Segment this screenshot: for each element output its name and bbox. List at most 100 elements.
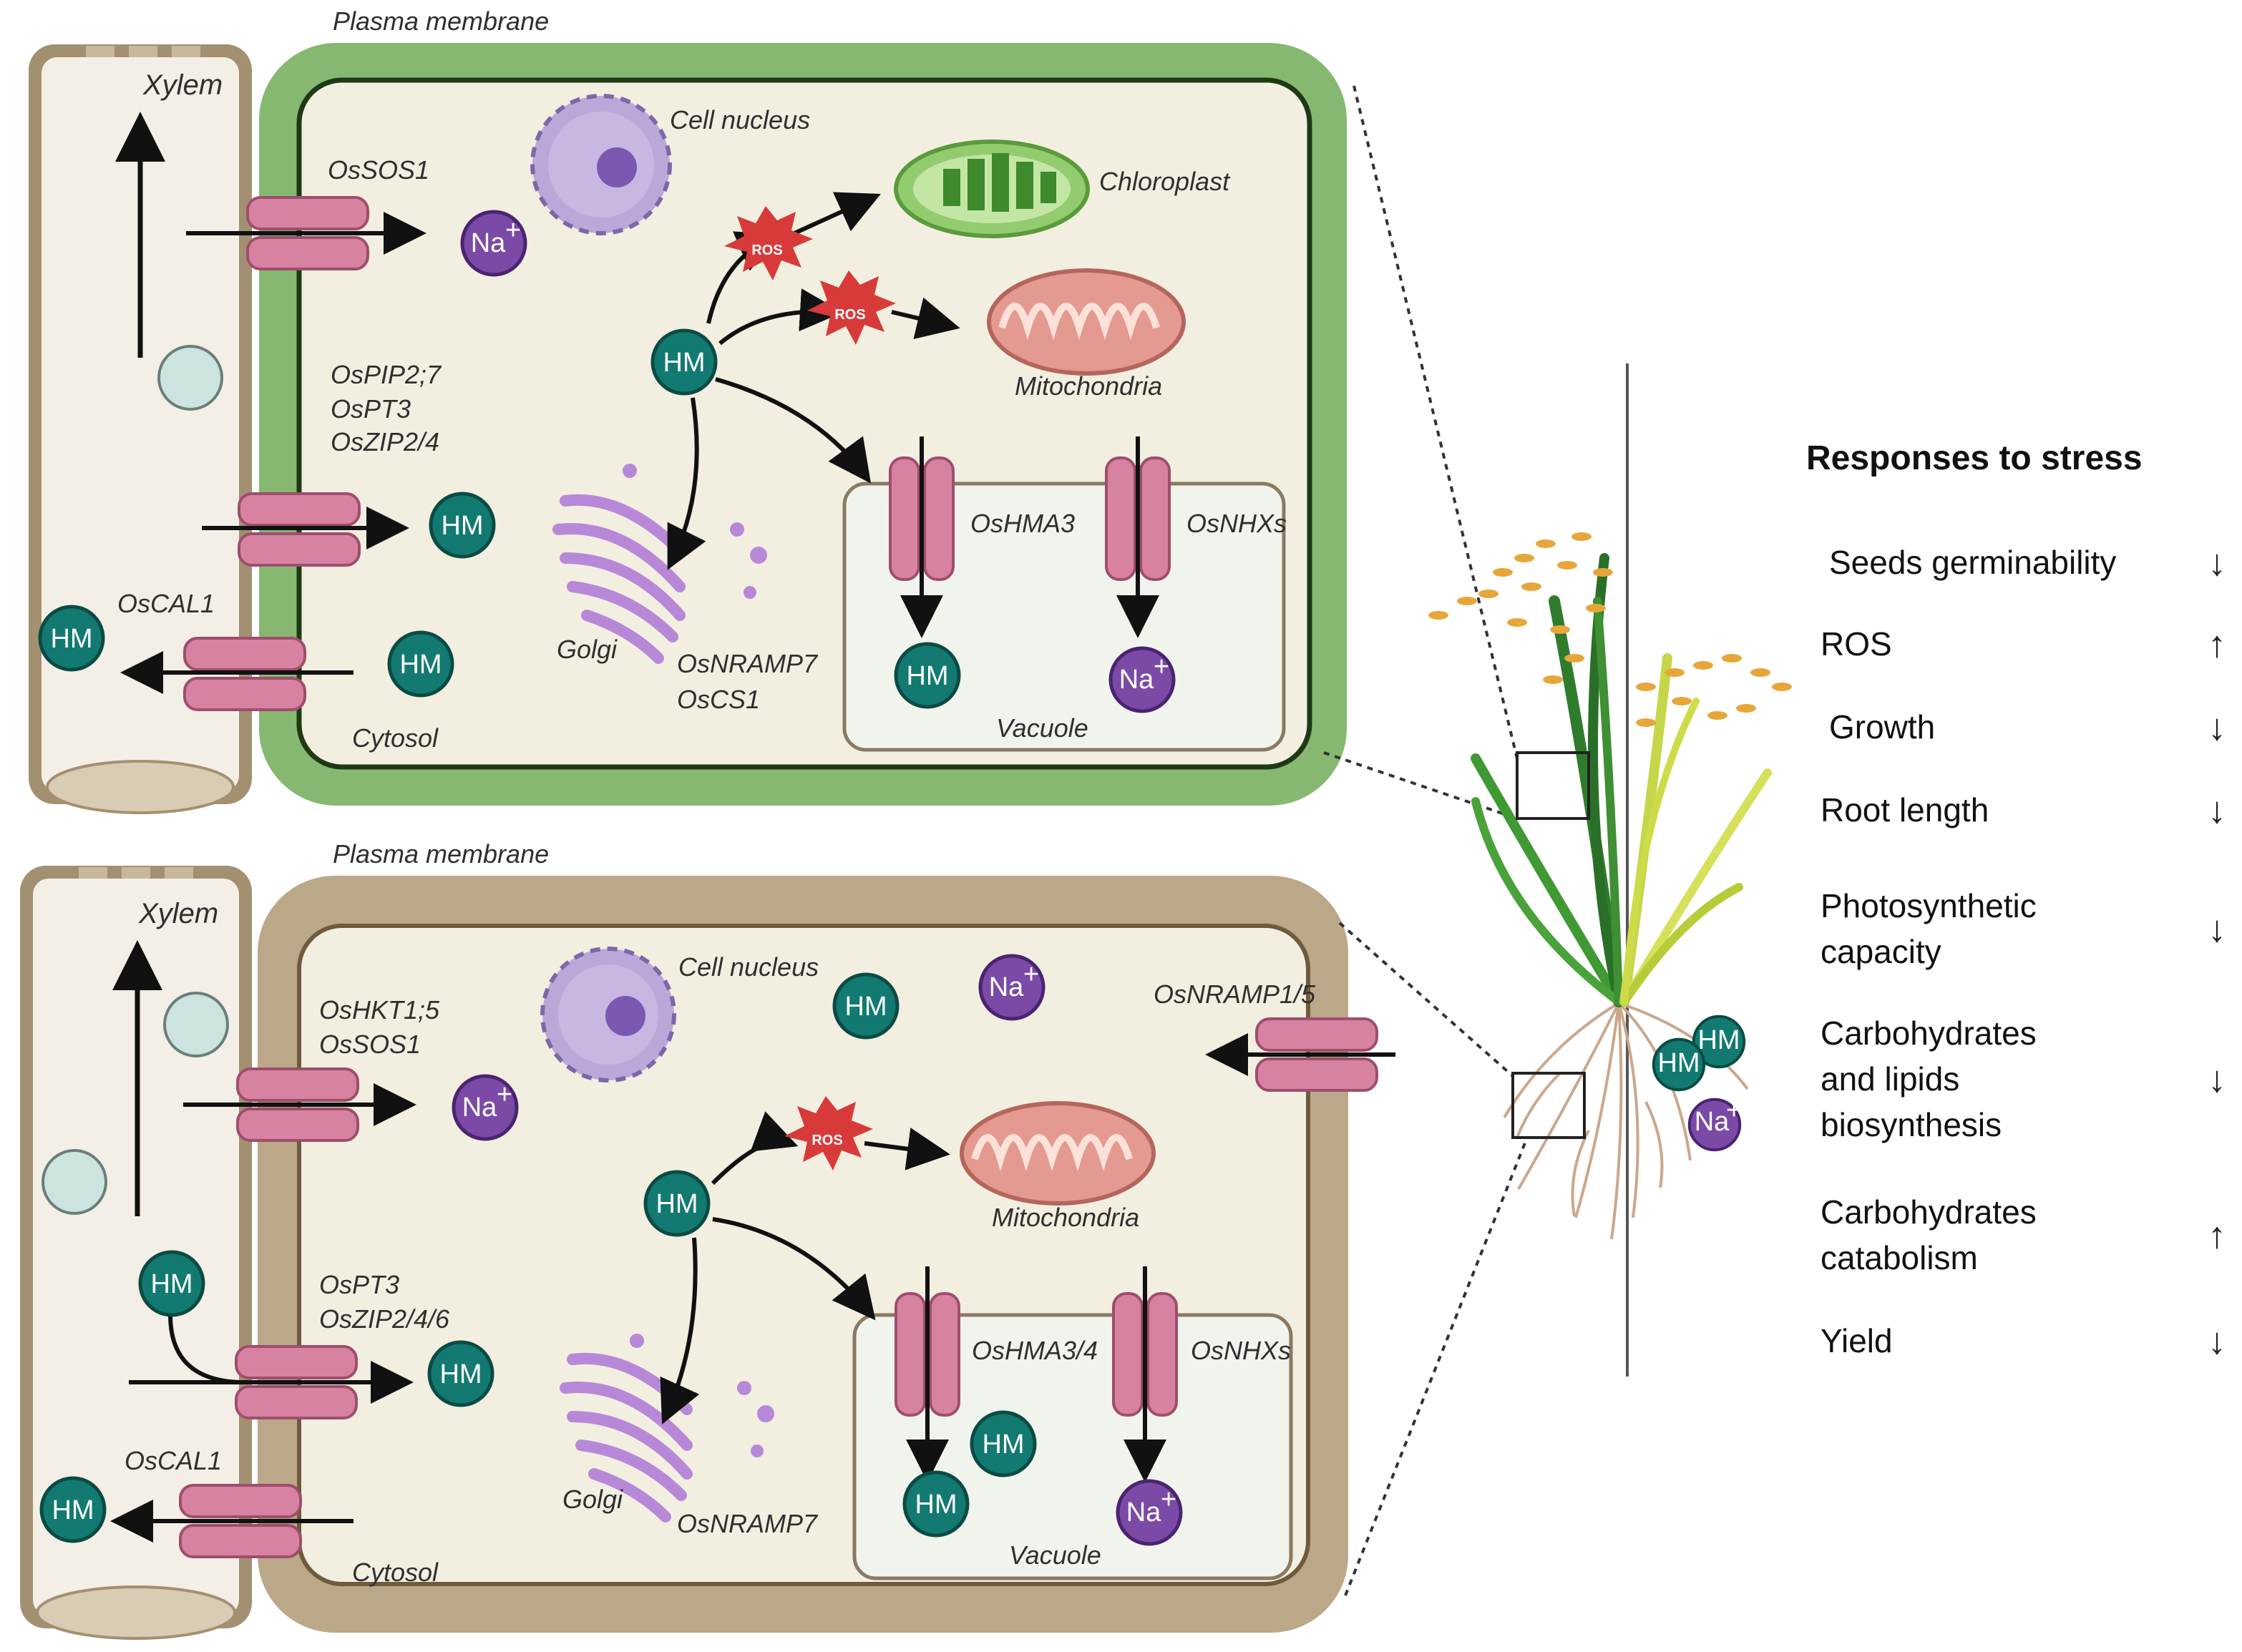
bottom-na-transporter-label-1: OsHKT1;5 bbox=[319, 995, 440, 1025]
top-golgi-label: Golgi bbox=[557, 635, 618, 664]
bottom-transporter-cal1 bbox=[110, 1484, 354, 1558]
bottom-hm-center-text: HM bbox=[655, 1189, 698, 1219]
bottom-na-vacuole-sup: + bbox=[1161, 1485, 1176, 1515]
zoom-box-root bbox=[1511, 1072, 1586, 1139]
plant-hm-1-text: HM bbox=[1697, 1025, 1740, 1055]
top-chloroplast-label: Chloroplast bbox=[1099, 167, 1231, 196]
top-ros-1: ROS bbox=[724, 206, 813, 280]
bottom-na-transporter-label-2: OsSOS1 bbox=[319, 1030, 421, 1059]
bottom-mitochondria-label: Mitochondria bbox=[992, 1203, 1139, 1232]
arrow-down-icon: ↓ bbox=[2208, 1059, 2226, 1100]
top-golgi-transporter-2: OsCS1 bbox=[677, 685, 760, 714]
bottom-hm-arrows bbox=[660, 1111, 950, 1424]
top-cell: Plasma membrane Xylem Cell nucleus bbox=[29, 6, 1347, 814]
response-label: Root length bbox=[1821, 791, 1989, 829]
plant-hm-1: HM bbox=[1692, 1015, 1746, 1069]
bottom-cytosol-label: Cytosol bbox=[352, 1558, 439, 1587]
plant-na-text: Na bbox=[1695, 1107, 1730, 1137]
top-ros-1-text: ROS bbox=[751, 243, 782, 258]
response-label: Growth bbox=[1829, 708, 1935, 746]
plant-grains bbox=[1428, 532, 1792, 727]
bottom-golgi-transporter: OsNRAMP7 bbox=[677, 1509, 819, 1538]
bottom-hm-xylem-lower-text: HM bbox=[52, 1495, 94, 1525]
response-label: ROS bbox=[1821, 625, 1892, 663]
top-na-cytosol: Na + bbox=[462, 212, 525, 275]
arrow-down-icon: ↓ bbox=[2208, 707, 2226, 748]
response-label: capacity bbox=[1821, 933, 1941, 970]
bottom-transporter-hm bbox=[129, 1314, 414, 1419]
bottom-vacuole-channel-nhx bbox=[1112, 1266, 1178, 1482]
responses-title: Responses to stress bbox=[1806, 439, 2143, 477]
bottom-hm-vacuole-2-text: HM bbox=[915, 1490, 957, 1520]
bottom-hm-nucleus-side: HM bbox=[834, 974, 897, 1037]
top-vacuole-label: Vacuole bbox=[996, 713, 1088, 743]
responses-list: Seeds germinability↓ ROS ↑ Growth ↓ Root leng… bbox=[1821, 542, 2226, 1362]
bottom-na-nucleus-side: Na + bbox=[980, 956, 1043, 1019]
top-na-vacuole-sup: + bbox=[1154, 652, 1169, 682]
top-na-cytosol-text: Na bbox=[471, 228, 506, 258]
response-label: biosynthesis bbox=[1821, 1106, 2002, 1143]
bottom-transporter-nramp bbox=[1205, 1017, 1395, 1092]
bottom-plasma-membrane-label: Plasma membrane bbox=[333, 839, 549, 869]
response-label: and lipids bbox=[1821, 1060, 1959, 1098]
response-label: Photosynthetic bbox=[1821, 887, 2037, 924]
top-hm-uptake-text: HM bbox=[441, 511, 483, 541]
plant-yellow-leaves bbox=[1619, 653, 1772, 1007]
bottom-na-cytosol: Na + bbox=[454, 1076, 517, 1139]
top-transporter-uptake bbox=[202, 492, 409, 567]
top-chloroplast: Chloroplast bbox=[894, 140, 1231, 238]
top-sos1-label: OsSOS1 bbox=[328, 155, 429, 185]
plant-na-sup: + bbox=[1726, 1095, 1742, 1125]
bottom-hm-vacuole-2: HM bbox=[905, 1472, 968, 1535]
top-vacuole-channel-hma3 bbox=[889, 436, 955, 638]
top-hma3-label: OsHMA3 bbox=[970, 509, 1075, 538]
response-label: catabolism bbox=[1821, 1239, 1978, 1276]
top-hm-center-text: HM bbox=[663, 348, 705, 378]
top-mitochondria-label: Mitochondria bbox=[1015, 371, 1162, 401]
bottom-nramp-label: OsNRAMP1/5 bbox=[1154, 979, 1316, 1009]
arrow-up-icon: ↑ bbox=[2208, 1215, 2226, 1256]
zoom-box-leaf bbox=[1516, 751, 1590, 820]
bottom-hm-xylem-upper: HM bbox=[140, 1252, 203, 1315]
top-xylem-label: Xylem bbox=[142, 69, 223, 101]
response-item: ROS ↑ bbox=[1821, 624, 2226, 665]
top-hm-vacuole-text: HM bbox=[906, 661, 948, 691]
bottom-xylem-bubble-2 bbox=[42, 1149, 107, 1215]
plant-hm-2-text: HM bbox=[1657, 1048, 1700, 1078]
top-uptake-label-2: OsPT3 bbox=[331, 394, 411, 424]
top-hm-uptake: HM bbox=[431, 494, 494, 557]
bottom-hm-xylem-lower: HM bbox=[42, 1478, 104, 1541]
plant-hm-2: HM bbox=[1652, 1037, 1706, 1092]
response-item: Seeds germinability↓ bbox=[1829, 542, 2226, 584]
bottom-cell-nucleus-label: Cell nucleus bbox=[678, 952, 819, 982]
top-ros-2-text: ROS bbox=[834, 307, 865, 323]
bottom-na-vacuole-text: Na bbox=[1126, 1497, 1161, 1528]
bottom-na-nucleus-side-text: Na bbox=[989, 972, 1024, 1002]
plant-green-leaves bbox=[1471, 553, 1624, 1007]
top-hm-center: HM bbox=[653, 331, 716, 394]
top-na-vacuole: Na + bbox=[1111, 648, 1174, 711]
top-cell-nucleus-label: Cell nucleus bbox=[670, 105, 810, 135]
top-plasma-membrane-label: Plasma membrane bbox=[333, 6, 549, 36]
bottom-mitochondria: Mitochondria bbox=[960, 1101, 1156, 1232]
bottom-ros-text: ROS bbox=[811, 1133, 842, 1148]
top-hm-cytosol-text: HM bbox=[399, 650, 442, 680]
bottom-hm-nucleus-side-text: HM bbox=[844, 992, 887, 1022]
bottom-hm-transporter-label-2: OsZIP2/4/6 bbox=[319, 1304, 450, 1334]
arrow-up-icon: ↑ bbox=[2208, 624, 2226, 665]
responses-panel: Responses to stress Seeds germinability↓… bbox=[1806, 439, 2226, 1362]
top-na-vacuole-text: Na bbox=[1119, 665, 1154, 695]
bottom-na-cytosol-sup: + bbox=[497, 1080, 512, 1110]
top-hm-xylem-text: HM bbox=[50, 624, 92, 654]
top-golgi-transporter-1: OsNRAMP7 bbox=[677, 649, 819, 678]
response-label: Carbohydrates bbox=[1821, 1015, 2037, 1052]
top-golgi bbox=[552, 464, 767, 664]
bottom-vacuole-label: Vacuole bbox=[1009, 1540, 1101, 1570]
bottom-hm-vacuole-1-text: HM bbox=[982, 1429, 1024, 1460]
plant-na: Na + bbox=[1687, 1095, 1742, 1152]
arrow-down-icon: ↓ bbox=[2208, 542, 2226, 584]
arrow-down-icon: ↓ bbox=[2208, 790, 2226, 831]
top-na-cytosol-sup: + bbox=[505, 215, 521, 245]
